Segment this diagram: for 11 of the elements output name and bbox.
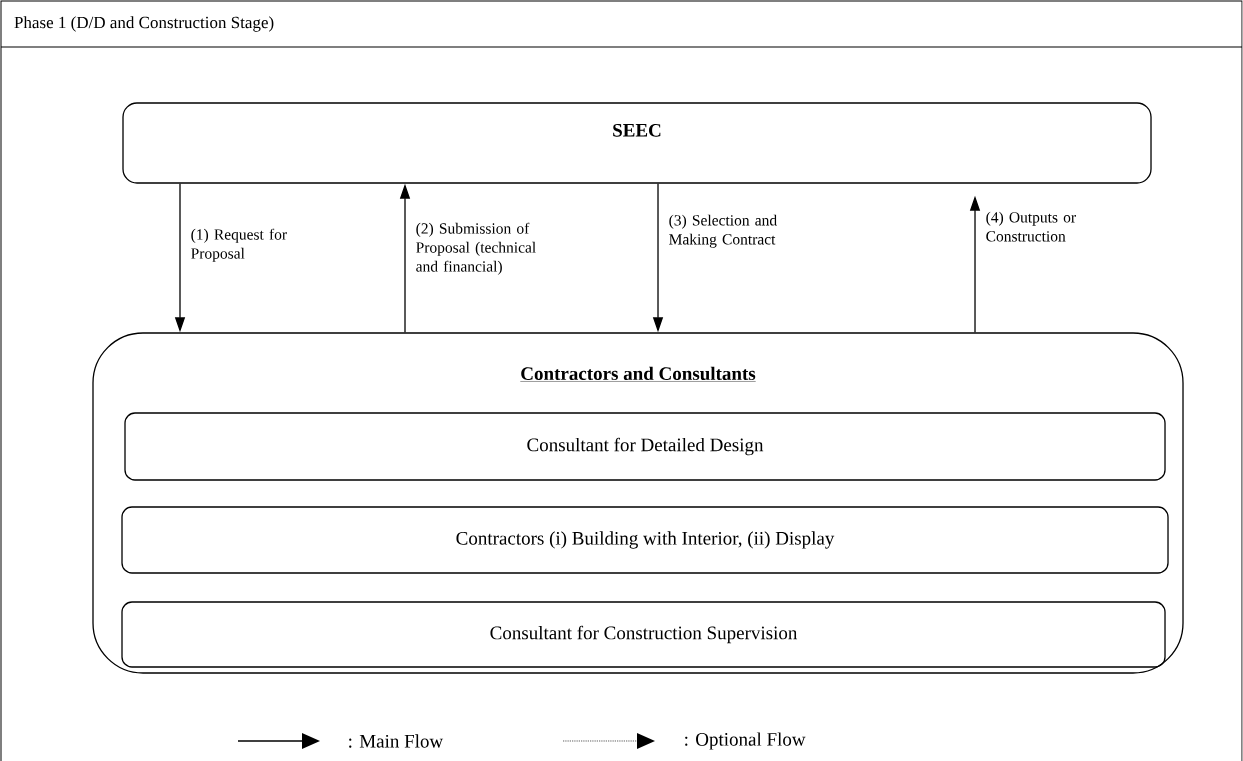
organisation-box: SEEC (122, 102, 1152, 184)
title: Phase 1 (D/D and Construction Stage) (14, 16, 274, 32)
edge-label: (1) Request for Proposal (191, 228, 287, 262)
legend-label: : Optional Flow (685, 732, 806, 750)
process-box: Consultant for Construction Supervision (121, 601, 1166, 668)
edge-label: (3) Selection and Making Contract (669, 214, 777, 248)
edge-label: (4) Outputs or Construction (986, 211, 1076, 242)
process-box: Consultant for Detailed Design (124, 412, 1166, 481)
legend-label: : Main Flow (349, 734, 444, 748)
edge-label: (2) Submission of Proposal (technical and financial) (416, 222, 536, 275)
process-box: Contractors (i) Building with Interior, (ii) Display (121, 506, 1169, 574)
